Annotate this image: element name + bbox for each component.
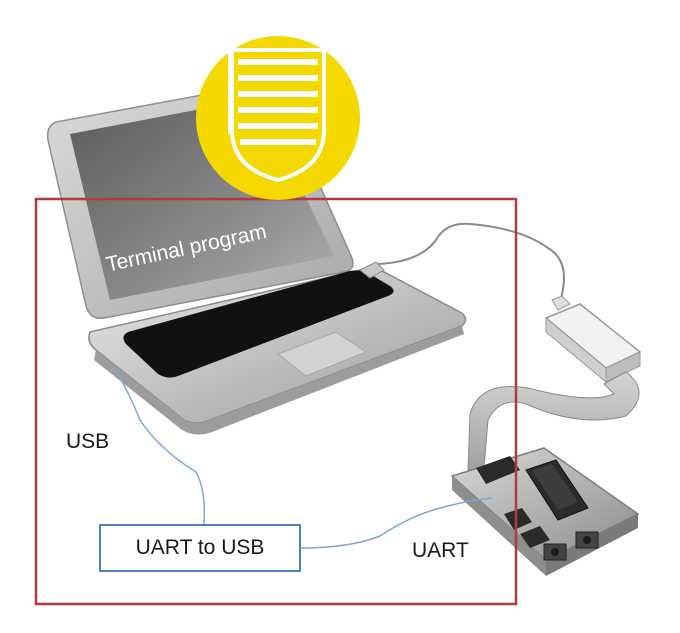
usb-programmer-icon <box>544 295 642 384</box>
ribbon-cable <box>467 371 640 471</box>
yellow-circle-logo-icon <box>196 36 360 200</box>
uart-cable <box>300 497 493 549</box>
usb-cable <box>111 363 206 525</box>
usb-label: USB <box>66 430 110 453</box>
uart-label: UART <box>412 539 469 562</box>
microcontroller-board-icon <box>450 447 640 576</box>
uart-to-usb-converter-box: UART to USB <box>99 524 301 572</box>
laptop-cable <box>377 222 565 303</box>
